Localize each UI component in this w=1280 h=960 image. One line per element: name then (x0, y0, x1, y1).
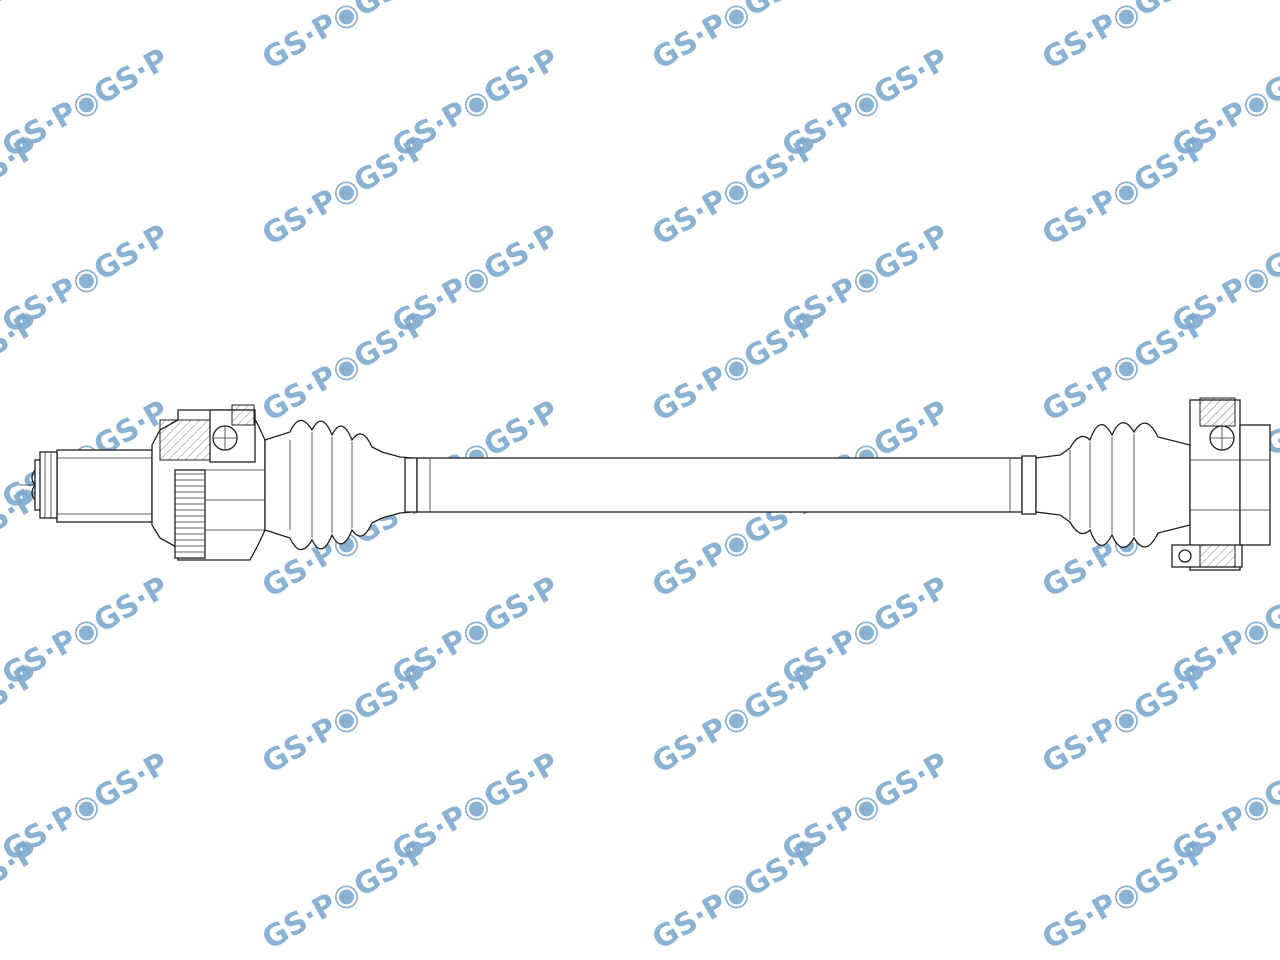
left-cv-boot (264, 419, 418, 551)
watermark-logo: GS·P◉GS·P (257, 834, 435, 957)
watermark-logo: GS·P◉GS·P (257, 658, 435, 781)
main-shaft (416, 457, 1023, 513)
watermark-logo: GS·P◉GS·P (257, 306, 435, 429)
watermark-logo: GS·P◉GS·P (647, 306, 825, 429)
watermark-logo: GS·P◉GS·P (1037, 306, 1215, 429)
watermark-logo: GS·P◉GS·P (647, 130, 825, 253)
watermark-logo: GS·P◉GS·P (1037, 658, 1215, 781)
watermark-logo: GS·P◉GS·P (647, 0, 825, 77)
watermark-logo: GS·P◉GS·P (1037, 0, 1215, 77)
left-outer-joint (151, 404, 266, 561)
left-threaded-stub (31, 449, 153, 523)
watermark-logo: GS·P◉GS·P (1037, 834, 1215, 957)
watermark-logo: GS·P◉GS·P (1037, 130, 1215, 253)
right-cv-boot (1021, 422, 1191, 548)
watermark-logo: GS·P◉GS·P (257, 0, 435, 77)
right-inner-joint (1171, 397, 1271, 571)
watermark-logo: GS·P◉GS·P (647, 834, 825, 957)
watermark-logo: GS·P◉GS·P (0, 0, 45, 77)
watermark-logo: GS·P◉GS·P (257, 130, 435, 253)
watermark-logo: GS·P◉GS·P (647, 658, 825, 781)
